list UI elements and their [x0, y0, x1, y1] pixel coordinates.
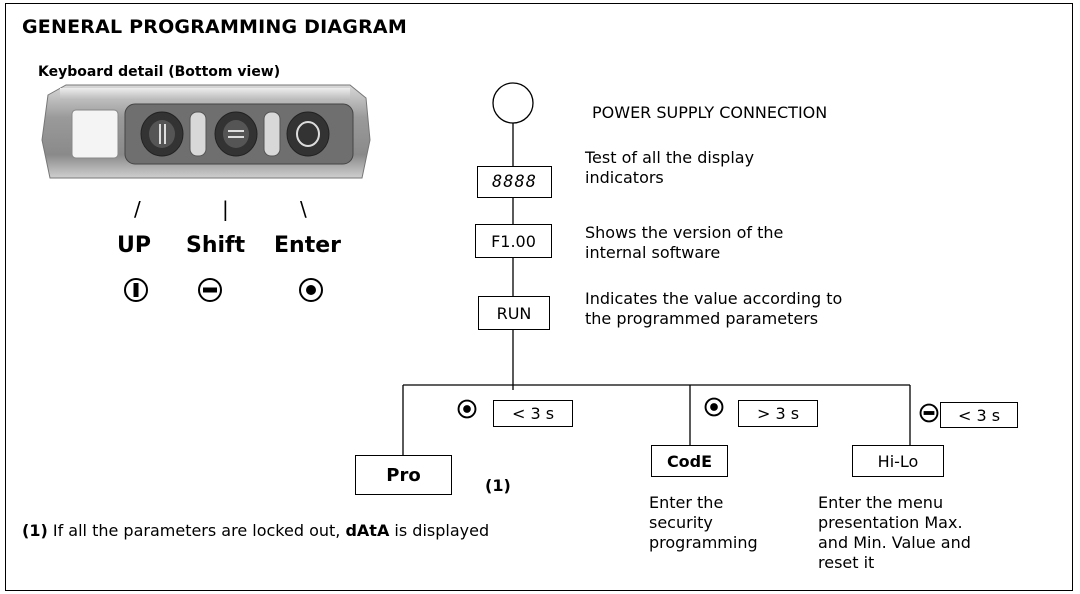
page-title: GENERAL PROGRAMMING DIAGRAM [22, 16, 407, 38]
start-node [492, 82, 534, 124]
pro-note-ref: (1) [485, 476, 511, 495]
enter-key-icon [299, 278, 323, 302]
enter-key-label: Enter [274, 233, 341, 258]
keyboard-photo [41, 84, 371, 179]
version-box: F1.00 [475, 224, 552, 258]
footnote-text-after: is displayed [389, 521, 490, 540]
shift-key-label: Shift [186, 233, 246, 258]
version-desc-line1: Shows the version of the [585, 223, 784, 242]
shift-connector: | [222, 197, 229, 221]
hilo-desc-line1: Enter the menu [818, 493, 944, 512]
run-box: RUN [478, 296, 550, 330]
run-desc-line2: the programmed parameters [585, 309, 819, 328]
diagram-frame [5, 3, 1073, 591]
hilo-shift-icon [919, 403, 939, 423]
hilo-timing-box: < 3 s [940, 402, 1018, 428]
keyboard-heading: Keyboard detail (Bottom view) [38, 64, 281, 80]
footnote-bold-word: dAtA [345, 521, 390, 540]
code-desc-line3: programming [649, 533, 758, 552]
display-test-box: 8888 [477, 166, 552, 198]
hilo-desc-line3: and Min. Value and [818, 533, 971, 552]
code-enter-icon [704, 397, 724, 417]
footnote: (1) If all the parameters are locked out… [22, 521, 489, 541]
display-desc-line1: Test of all the display [585, 148, 755, 167]
code-desc-line2: security [649, 513, 713, 532]
footnote-marker: (1) [22, 521, 48, 540]
hilo-desc-line2: presentation Max. [818, 513, 963, 532]
pro-enter-icon [457, 399, 477, 419]
hilo-box: Hi-Lo [852, 445, 944, 477]
power-supply-label: POWER SUPPLY CONNECTION [592, 103, 828, 122]
version-desc-line2: internal software [585, 243, 721, 262]
up-key-label: UP [117, 233, 151, 258]
code-timing-box: > 3 s [738, 400, 818, 427]
up-key-icon [124, 278, 148, 302]
hilo-desc-line4: reset it [818, 553, 875, 572]
shift-key-icon [198, 278, 222, 302]
footnote-text-before: If all the parameters are locked out, [47, 521, 346, 540]
enter-connector: \ [300, 197, 307, 221]
code-box: CodE [651, 445, 728, 477]
pro-timing-box: < 3 s [493, 400, 573, 427]
code-desc-line1: Enter the [649, 493, 724, 512]
up-connector: / [134, 197, 141, 221]
run-desc-line1: Indicates the value according to [585, 289, 843, 308]
pro-box: Pro [355, 455, 452, 495]
display-desc-line2: indicators [585, 168, 664, 187]
